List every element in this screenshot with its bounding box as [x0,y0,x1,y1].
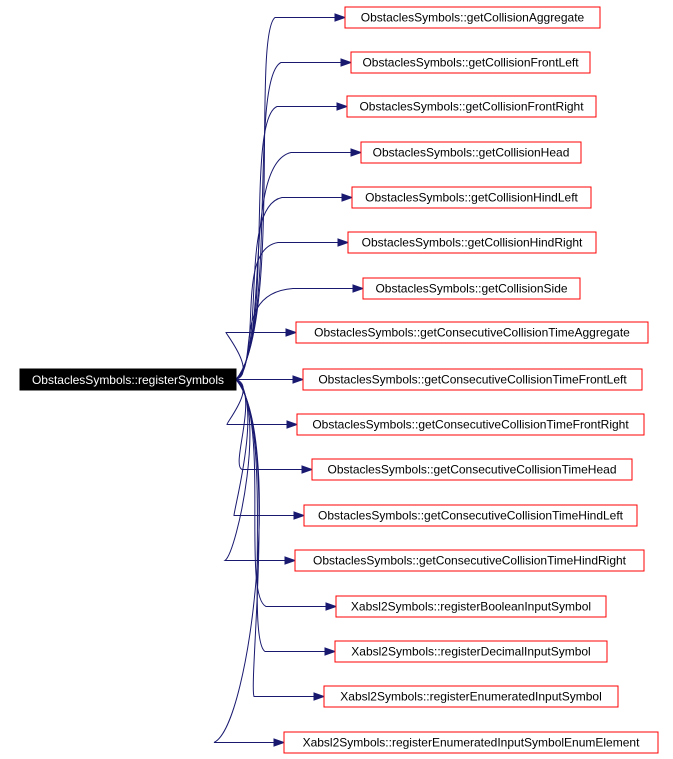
callee-node-label: ObstaclesSymbols::getCollisionHindLeft [365,191,578,205]
arrowhead-icon [340,58,353,67]
arrowhead-icon [341,193,354,202]
arrowhead-icon [337,238,350,247]
callee-node[interactable]: ObstaclesSymbols::getCollisionHindLeft [351,186,592,209]
callee-node[interactable]: ObstaclesSymbols::getCollisionFrontRight [346,95,597,118]
arrowhead-icon [325,602,338,611]
callee-node-label: ObstaclesSymbols::getCollisionHead [373,146,570,160]
callee-node-label: ObstaclesSymbols::getCollisionSide [375,282,567,296]
callee-node-label: Xabsl2Symbols::registerBooleanInputSymbo… [351,600,591,614]
callee-node[interactable]: ObstaclesSymbols::getConsecutiveCollisio… [303,504,638,527]
call-edge [213,379,274,743]
callee-node[interactable]: ObstaclesSymbols::getCollisionSide [362,277,581,300]
arrowhead-icon [336,102,349,111]
callee-node-label: Xabsl2Symbols::registerEnumeratedInputSy… [303,736,640,750]
arrowhead-icon [285,328,298,337]
callee-node-label: ObstaclesSymbols::getCollisionFrontRight [359,100,584,114]
nodes-group: ObstaclesSymbols::registerSymbols Obstac… [19,6,659,754]
arrowhead-icon [286,420,299,429]
callee-node[interactable]: ObstaclesSymbols::getCollisionHead [360,141,582,164]
callee-node[interactable]: Xabsl2Symbols::registerEnumeratedInputSy… [323,685,619,708]
callee-node-label: ObstaclesSymbols::getCollisionAggregate [361,11,585,25]
arrowhead-icon [324,647,337,656]
callee-node[interactable]: Xabsl2Symbols::registerDecimalInputSymbo… [334,640,608,663]
callee-node-label: ObstaclesSymbols::getConsecutiveCollisio… [313,554,627,568]
callee-node-label: ObstaclesSymbols::getConsecutiveCollisio… [318,373,627,387]
arrowhead-icon [273,738,286,747]
callee-node-label: Xabsl2Symbols::registerDecimalInputSymbo… [351,645,590,659]
arrowhead-icon [334,13,347,22]
call-edge [226,379,287,425]
call-edge [225,332,286,380]
callee-node[interactable]: ObstaclesSymbols::getConsecutiveCollisio… [295,321,649,344]
arrowhead-icon [292,375,305,384]
callee-node[interactable]: ObstaclesSymbols::getCollisionFrontLeft [350,51,591,74]
callee-node-label: ObstaclesSymbols::getConsecutiveCollisio… [327,463,616,477]
callee-node-label: Xabsl2Symbols::registerEnumeratedInputSy… [340,690,601,704]
callee-node-label: ObstaclesSymbols::getConsecutiveCollisio… [314,326,630,340]
callee-node[interactable]: Xabsl2Symbols::registerBooleanInputSymbo… [335,595,607,618]
callee-node[interactable]: ObstaclesSymbols::getCollisionAggregate [344,6,601,29]
call-edge [235,152,351,380]
arrowhead-icon [301,465,314,474]
callee-node[interactable]: ObstaclesSymbols::getCollisionHindRight [347,231,597,254]
arrowhead-icon [350,148,363,157]
callee-node-label: ObstaclesSymbols::getConsecutiveCollisio… [318,509,624,523]
callee-node-label: ObstaclesSymbols::getCollisionHindRight [362,236,583,250]
root-node[interactable]: ObstaclesSymbols::registerSymbols [19,368,237,391]
callee-node[interactable]: ObstaclesSymbols::getConsecutiveCollisio… [311,458,633,481]
call-edge [233,379,294,516]
callee-node[interactable]: ObstaclesSymbols::getConsecutiveCollisio… [302,368,643,391]
arrowhead-icon [313,692,326,701]
arrowhead-icon [352,284,365,293]
callee-node-label: ObstaclesSymbols::getConsecutiveCollisio… [312,418,629,432]
root-node-label: ObstaclesSymbols::registerSymbols [32,373,224,387]
call-edge [235,242,338,380]
callee-node[interactable]: ObstaclesSymbols::getConsecutiveCollisio… [294,549,645,572]
edges-group [213,13,365,747]
callee-node[interactable]: Xabsl2Symbols::registerEnumeratedInputSy… [283,731,659,754]
callee-node[interactable]: ObstaclesSymbols::getConsecutiveCollisio… [296,413,645,436]
arrowhead-icon [293,511,306,520]
arrowhead-icon [284,556,297,565]
callee-node-label: ObstaclesSymbols::getCollisionFrontLeft [362,56,579,70]
